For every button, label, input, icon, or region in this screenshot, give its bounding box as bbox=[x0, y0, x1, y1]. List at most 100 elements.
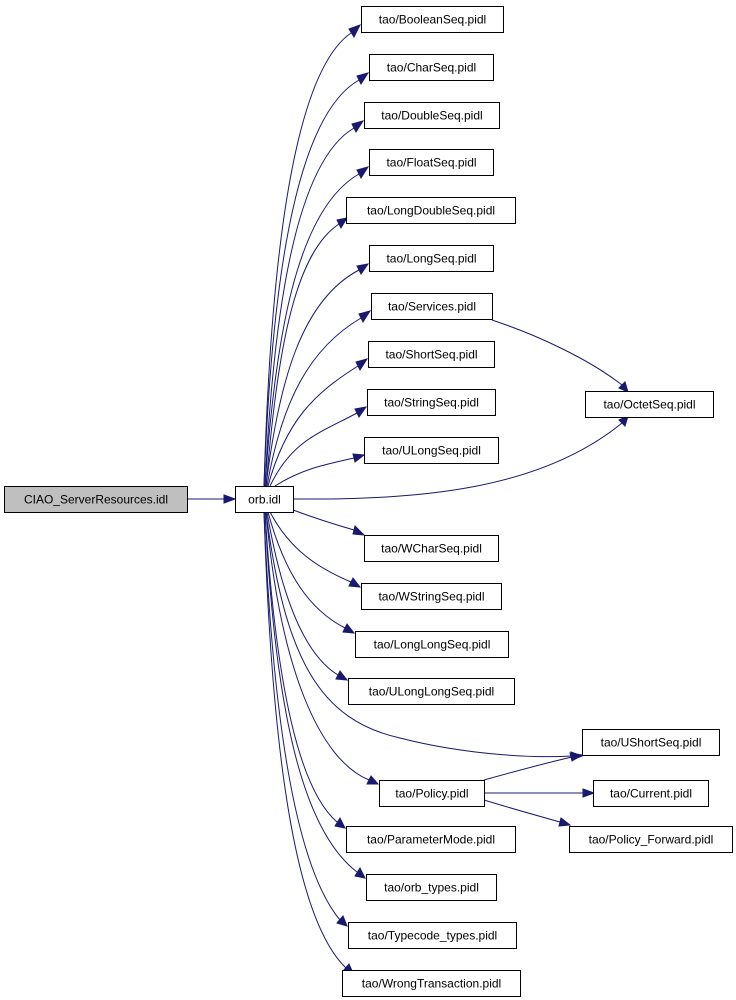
node-label: tao/WStringSeq.pidl bbox=[378, 590, 484, 604]
node-longdouble[interactable]: tao/LongDoubleSeq.pidl bbox=[346, 197, 516, 224]
edge-line bbox=[269, 412, 358, 487]
node-box[interactable] bbox=[367, 389, 496, 416]
edge-line bbox=[265, 511, 370, 781]
node-wchar[interactable]: tao/WCharSeq.pidl bbox=[364, 535, 499, 562]
node-box[interactable] bbox=[361, 6, 504, 33]
node-ulonglong[interactable]: tao/ULongLongSeq.pidl bbox=[348, 678, 515, 705]
edge-line bbox=[263, 511, 347, 969]
node-string[interactable]: tao/StringSeq.pidl bbox=[367, 389, 496, 416]
edge-orb-wchar bbox=[292, 509, 366, 536]
node-label: tao/DoubleSeq.pidl bbox=[381, 109, 482, 123]
edge-arrowhead bbox=[582, 788, 596, 798]
node-label: tao/orb_types.pidl bbox=[384, 881, 479, 895]
node-longlong[interactable]: tao/LongLongSeq.pidl bbox=[355, 631, 509, 658]
node-label: tao/UShortSeq.pidl bbox=[601, 736, 702, 750]
edge-orb-long bbox=[265, 263, 370, 487]
node-label: tao/Policy_Forward.pidl bbox=[589, 833, 714, 847]
edge-line bbox=[264, 127, 355, 487]
edge-line bbox=[483, 756, 573, 781]
node-wrongtx[interactable]: tao/WrongTransaction.pidl bbox=[342, 970, 521, 997]
node-box[interactable] bbox=[235, 486, 294, 513]
node-short[interactable]: tao/ShortSeq.pidl bbox=[368, 341, 495, 368]
node-box[interactable] bbox=[342, 970, 521, 997]
node-root[interactable]: CIAO_ServerResources.idl bbox=[4, 486, 188, 513]
node-box[interactable] bbox=[355, 631, 509, 658]
node-box[interactable] bbox=[4, 486, 188, 513]
node-label: tao/WrongTransaction.pidl bbox=[362, 977, 501, 991]
node-box[interactable] bbox=[369, 54, 494, 81]
node-double[interactable]: tao/DoubleSeq.pidl bbox=[364, 102, 500, 129]
node-ulong[interactable]: tao/ULongSeq.pidl bbox=[364, 437, 499, 464]
node-box[interactable] bbox=[369, 149, 494, 176]
edge-orb-ulonglong bbox=[266, 511, 349, 681]
node-label: CIAO_ServerResources.idl bbox=[24, 493, 168, 507]
node-box[interactable] bbox=[585, 391, 714, 418]
node-current[interactable]: tao/Current.pidl bbox=[593, 780, 709, 807]
edge-line bbox=[264, 511, 338, 823]
node-label: tao/Services.pidl bbox=[388, 300, 476, 314]
node-box[interactable] bbox=[346, 826, 516, 853]
node-label: tao/Policy.pidl bbox=[395, 787, 468, 801]
edge-arrowhead bbox=[354, 866, 366, 879]
node-box[interactable] bbox=[371, 293, 493, 320]
edge-arrowhead bbox=[334, 816, 346, 829]
node-orb[interactable]: orb.idl bbox=[235, 486, 294, 513]
node-box[interactable] bbox=[366, 874, 497, 901]
node-policy[interactable]: tao/Policy.pidl bbox=[379, 780, 485, 807]
node-policyfwd[interactable]: tao/Policy_Forward.pidl bbox=[569, 826, 733, 853]
edge-line bbox=[269, 511, 352, 583]
node-box[interactable] bbox=[368, 341, 495, 368]
edge-orb-double bbox=[264, 120, 365, 487]
node-box[interactable] bbox=[364, 437, 499, 464]
node-box[interactable] bbox=[593, 780, 709, 807]
node-box[interactable] bbox=[364, 102, 500, 129]
edge-orb-boolean bbox=[263, 24, 362, 487]
edge-orb-ulong bbox=[274, 453, 366, 487]
node-parammode[interactable]: tao/ParameterMode.pidl bbox=[346, 826, 516, 853]
node-ushort[interactable]: tao/UShortSeq.pidl bbox=[582, 729, 720, 756]
node-label: tao/ULongLongSeq.pidl bbox=[369, 685, 494, 699]
edge-arrowhead bbox=[348, 24, 362, 39]
node-box[interactable] bbox=[348, 678, 515, 705]
node-long[interactable]: tao/LongSeq.pidl bbox=[369, 245, 494, 272]
edge-arrowhead bbox=[618, 381, 629, 393]
node-wstring[interactable]: tao/WStringSeq.pidl bbox=[361, 583, 502, 610]
edge-arrowhead bbox=[569, 752, 584, 762]
edge-orb-float bbox=[264, 166, 370, 487]
node-box[interactable] bbox=[379, 780, 485, 807]
edge-root-orb bbox=[187, 494, 237, 504]
edge-line bbox=[292, 422, 623, 500]
edge-line bbox=[263, 32, 352, 487]
edge-line bbox=[491, 319, 623, 386]
node-float[interactable]: tao/FloatSeq.pidl bbox=[369, 149, 494, 176]
edge-arrowhead bbox=[335, 670, 349, 681]
edge-orb-services bbox=[266, 310, 372, 487]
edge-arrowhead bbox=[366, 775, 380, 785]
edge-orb-string bbox=[269, 406, 368, 487]
node-box[interactable] bbox=[346, 197, 516, 224]
edges-layer bbox=[187, 24, 629, 974]
node-services[interactable]: tao/Services.pidl bbox=[371, 293, 493, 320]
edge-orb-orbtypes bbox=[264, 511, 366, 879]
edge-line bbox=[274, 457, 355, 487]
edge-line bbox=[266, 511, 339, 676]
node-box[interactable] bbox=[569, 826, 733, 853]
node-octet[interactable]: tao/OctetSeq.pidl bbox=[585, 391, 714, 418]
node-box[interactable] bbox=[348, 922, 517, 949]
node-orbtypes[interactable]: tao/orb_types.pidl bbox=[366, 874, 497, 901]
nodes-layer: CIAO_ServerResources.idl orb.idl tao/Boole… bbox=[4, 6, 733, 997]
node-label: tao/BooleanSeq.pidl bbox=[379, 13, 486, 27]
edge-line bbox=[483, 799, 561, 823]
node-label: tao/ShortSeq.pidl bbox=[385, 348, 477, 362]
node-box[interactable] bbox=[364, 535, 499, 562]
node-typecode[interactable]: tao/Typecode_types.pidl bbox=[348, 922, 517, 949]
node-label: tao/ParameterMode.pidl bbox=[367, 833, 495, 847]
node-char[interactable]: tao/CharSeq.pidl bbox=[369, 54, 494, 81]
node-label: tao/StringSeq.pidl bbox=[384, 396, 479, 410]
node-boolean[interactable]: tao/BooleanSeq.pidl bbox=[361, 6, 504, 33]
node-box[interactable] bbox=[369, 245, 494, 272]
edge-policy-ushort bbox=[483, 752, 584, 781]
node-box[interactable] bbox=[582, 729, 720, 756]
node-box[interactable] bbox=[361, 583, 502, 610]
